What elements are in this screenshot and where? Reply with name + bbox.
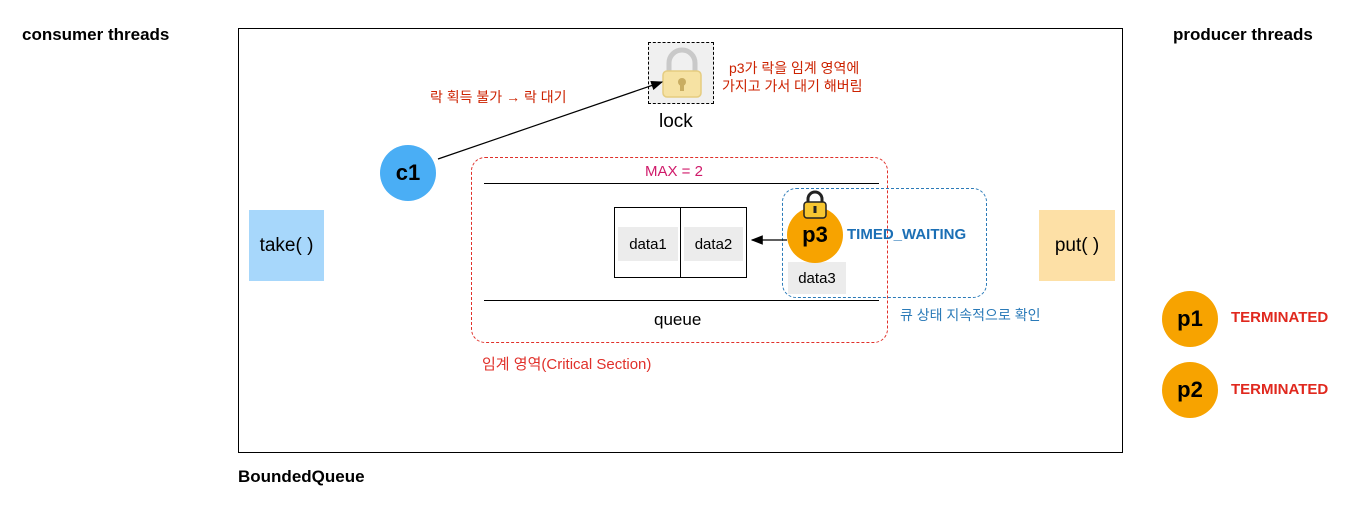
- thread-p1-label: p1: [1177, 306, 1203, 331]
- p3-note-line2: 가지고 가서 대기 해버림: [722, 78, 863, 94]
- bounded-queue-title: BoundedQueue: [238, 467, 365, 486]
- put-method: put( ): [1039, 210, 1115, 281]
- queue-top-line: [484, 183, 879, 184]
- p3-note-line1: p3가 락을 임계 영역에: [729, 60, 860, 76]
- pending-item-data3: data3: [788, 262, 846, 294]
- thread-p2-label: p2: [1177, 377, 1203, 402]
- thread-p1-status: TERMINATED: [1231, 309, 1329, 326]
- critical-section-box: [471, 157, 888, 343]
- queue-bottom-line: [484, 300, 879, 301]
- queue-item-data1: data1: [618, 227, 678, 261]
- max-label: MAX = 2: [645, 163, 703, 180]
- thread-p2-status: TERMINATED: [1231, 381, 1329, 398]
- lock-label: lock: [659, 111, 693, 132]
- bounded-queue-box: [238, 28, 1123, 453]
- timed-waiting-status: TIMED_WAITING: [847, 226, 967, 243]
- thread-c1: c1: [380, 145, 436, 201]
- c1-to-lock-arrow: [437, 80, 664, 160]
- queue-check-label: 큐 상태 지속적으로 확인: [900, 307, 1041, 323]
- thread-p3-label: p3: [802, 222, 828, 247]
- critical-section-label: 임계 영역(Critical Section): [482, 356, 652, 373]
- lock-fail-annotation: 락 획득 불가 → 락 대기: [430, 89, 567, 105]
- consumer-threads-title: consumer threads: [22, 25, 170, 44]
- waiting-area-box: [782, 188, 987, 298]
- queue-item-data2: data2: [684, 227, 743, 261]
- lock-icon-small: [803, 190, 827, 219]
- queue-label: queue: [654, 310, 702, 329]
- thread-c1-label: c1: [395, 160, 421, 185]
- thread-p1: p1: [1162, 291, 1218, 347]
- thread-p2: p2: [1162, 362, 1218, 418]
- queue-divider: [680, 207, 681, 278]
- take-method: take( ): [249, 210, 324, 281]
- producer-threads-title: producer threads: [1173, 25, 1313, 44]
